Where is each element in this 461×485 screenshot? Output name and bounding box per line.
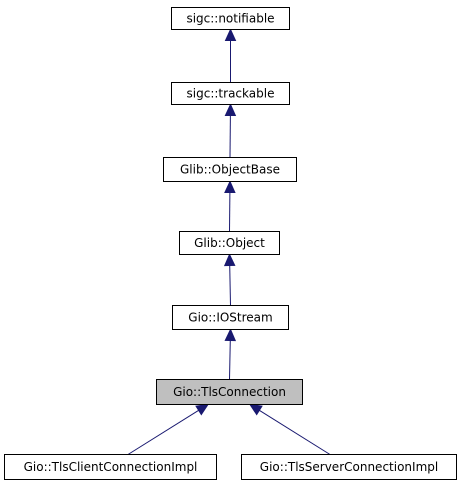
node-gio-tlsconnection[interactable]: Gio::TlsConnection — [156, 379, 303, 405]
arrowhead-icon — [224, 28, 237, 41]
edge-line — [259, 409, 331, 455]
node-sigc-trackable[interactable]: sigc::trackable — [171, 82, 290, 105]
node-gio-tlsserverconnectionimpl[interactable]: Gio::TlsServerConnectionImpl — [241, 454, 457, 480]
node-gio-tlsclientconnectionimpl[interactable]: Gio::TlsClientConnectionImpl — [4, 454, 217, 480]
node-box — [241, 454, 457, 480]
edge-line — [229, 340, 231, 380]
inheritance-edge — [223, 253, 236, 306]
arrowhead-icon — [224, 328, 237, 342]
node-label: Gio::TlsConnection — [173, 385, 286, 399]
node-box — [171, 7, 290, 30]
inheritance-edge — [224, 180, 236, 232]
node-label: sigc::notifiable — [186, 12, 274, 26]
node-glib-objectbase[interactable]: Glib::ObjectBase — [163, 157, 297, 182]
node-box — [156, 379, 303, 405]
arrowhead-icon — [224, 103, 237, 117]
arrowhead-icon — [223, 253, 236, 267]
arrowhead-icon — [195, 403, 210, 416]
inheritance-edge — [127, 403, 210, 455]
node-sigc-notifiable[interactable]: sigc::notifiable — [171, 7, 290, 30]
node-box — [172, 305, 289, 330]
node-box — [163, 157, 297, 182]
inheritance-edge — [224, 103, 237, 158]
node-label: Glib::Object — [194, 236, 265, 250]
arrowhead-icon — [224, 180, 236, 194]
node-label: Gio::TlsClientConnectionImpl — [24, 460, 198, 474]
node-label: Glib::ObjectBase — [180, 163, 280, 177]
node-label: sigc::trackable — [187, 87, 275, 101]
node-label: Gio::TlsServerConnectionImpl — [260, 460, 438, 474]
node-label: Gio::IOStream — [188, 311, 272, 325]
inheritance-edge — [248, 403, 331, 455]
edges-layer — [127, 28, 331, 455]
arrowhead-icon — [248, 403, 263, 416]
inheritance-edge — [224, 328, 237, 380]
node-box — [4, 454, 217, 480]
inheritance-edge — [224, 28, 237, 83]
node-box — [179, 231, 280, 255]
node-gio-iostream[interactable]: Gio::IOStream — [172, 305, 289, 330]
edge-line — [127, 409, 199, 455]
nodes-layer: sigc::notifiablesigc::trackableGlib::Obj… — [4, 7, 457, 480]
node-glib-object[interactable]: Glib::Object — [179, 231, 280, 255]
node-box — [171, 82, 290, 105]
edge-line — [229, 265, 231, 306]
